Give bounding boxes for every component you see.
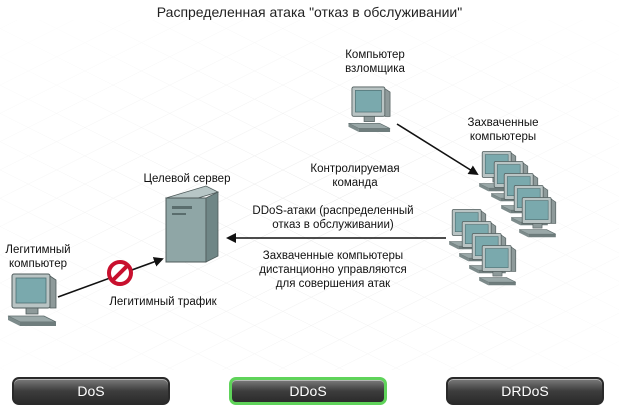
server-icon — [164, 185, 220, 263]
remote-label-line1: Захваченные компьютеры — [262, 250, 404, 262]
zombies-label: Захваченные компьютеры — [448, 116, 558, 144]
remote-label-line3: для совершения атак — [275, 278, 391, 290]
drdos-button[interactable]: DRDoS — [446, 377, 604, 405]
ddos-label: DDoS-атаки (распределенный отказ в обслу… — [238, 204, 428, 232]
server-label: Целевой сервер — [143, 173, 231, 185]
legit-computer-label: Легитимный компьютер — [0, 243, 76, 271]
blocked-icon — [107, 260, 133, 286]
legit-pc-label-line2: компьютер — [9, 258, 67, 270]
zombies-label-line1: Захваченные — [467, 117, 539, 129]
page-title: Распределенная атака "отказ в обслуживан… — [156, 4, 463, 20]
dos-button[interactable]: DoS — [12, 377, 170, 405]
remote-control-label: Захваченные компьютеры дистанционно упра… — [248, 249, 418, 291]
remote-label-line2: дистанционно управляются — [259, 264, 407, 276]
legit-pc-label-line1: Легитимный — [5, 244, 71, 256]
attacker-label: Компьютер взломщика — [330, 48, 420, 76]
command-arrow — [396, 123, 479, 176]
zombie-computer-icon — [518, 197, 557, 238]
attacker-label-line2: взломщика — [345, 63, 405, 75]
legit-traffic-label: Легитимный трафик — [109, 296, 217, 308]
ddos-label-line2: отказ в обслуживании) — [272, 219, 394, 231]
zombie-computer-icon — [478, 245, 517, 286]
attacker-computer-icon — [348, 86, 391, 133]
ddos-button[interactable]: DDoS — [229, 377, 387, 405]
command-label-line1: Контролируемая — [310, 163, 400, 175]
legit-computer-icon — [7, 273, 57, 327]
ddos-label-line1: DDoS-атаки (распределенный — [252, 205, 414, 217]
command-label-line2: команда — [332, 177, 378, 189]
zombies-label-line2: компьютеры — [469, 131, 537, 143]
attacker-label-line1: Компьютер — [345, 49, 405, 61]
command-label: Контролируемая команда — [300, 162, 410, 190]
